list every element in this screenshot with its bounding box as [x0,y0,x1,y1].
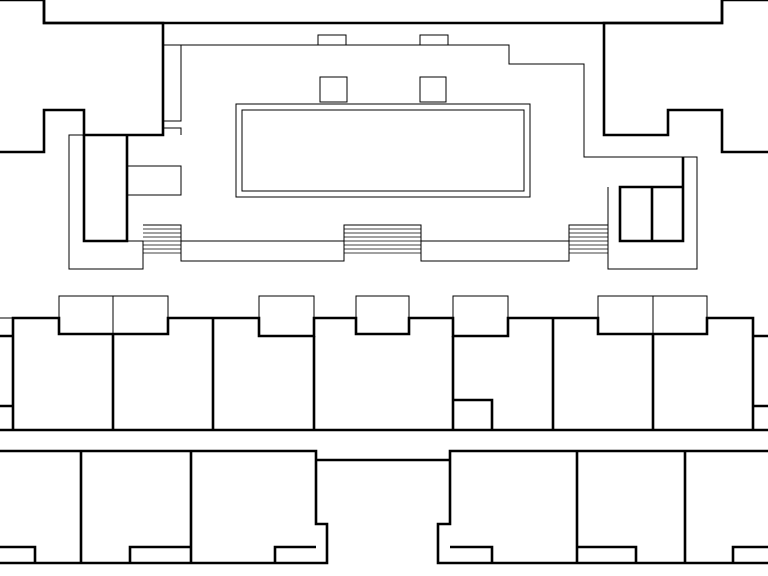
stair-hatch-right [569,228,608,254]
top-opening-left [317,34,347,45]
planter-left [319,76,348,103]
courtyard-outer-left [163,44,182,135]
planter-right [419,76,447,103]
top-opening-right [419,34,449,45]
pool-inner [241,109,525,192]
left-wing-stair [82,135,129,243]
bottom-row-right-outline [436,449,768,565]
bottom-unit-row [0,449,768,565]
middle-row-stair-core [453,398,494,430]
top-building [42,0,724,25]
courtyard-left-terrace [68,134,182,270]
courtyard-top-edge [163,44,683,158]
courtyard [68,34,698,270]
left-building-outline [0,0,165,154]
middle-row-party-walls [111,318,655,430]
middle-row-balconies [0,295,708,334]
courtyard-right-terrace [607,156,698,270]
top-building-wall [42,0,724,25]
pool-outer [235,103,531,198]
left-building [0,0,165,243]
stair-hatch-center [344,228,421,254]
right-building [602,0,768,243]
stair-hatch-left [143,228,181,254]
middle-unit-row [0,295,768,432]
right-wing-stair [618,157,685,243]
courtyard-bottom-edge [143,224,608,262]
bottom-row-left-outline [0,449,329,565]
right-building-outline [602,0,768,154]
middle-row-outline [0,316,768,432]
